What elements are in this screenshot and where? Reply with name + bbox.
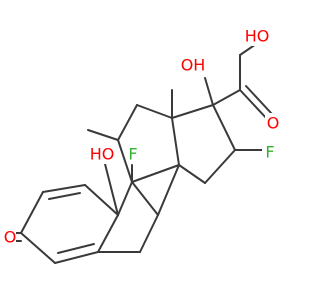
- bond: [139, 214, 159, 253]
- bond: [212, 89, 241, 106]
- bond: [239, 89, 269, 121]
- bond: [87, 129, 119, 141]
- bond: [157, 164, 180, 216]
- label-mask: [242, 26, 272, 46]
- bond: [131, 164, 180, 183]
- label-mask: [262, 142, 278, 162]
- label-mask: [92, 144, 118, 164]
- label-mask: [179, 55, 207, 75]
- label-mask: [265, 113, 281, 133]
- bond: [171, 117, 180, 166]
- fluoro-label-c16: F: [265, 143, 274, 162]
- structure-canvas: O HO F OH HO O F: [0, 26, 281, 264]
- hydroxyl-label-c21: HO: [245, 27, 270, 46]
- bond: [131, 181, 159, 216]
- bond: [212, 104, 236, 151]
- bond: [117, 139, 133, 183]
- bond: [20, 232, 56, 264]
- atom-labels: O HO F OH HO O F: [0, 26, 281, 248]
- label-mask: [128, 144, 144, 164]
- fluoro-label-c9: F: [128, 145, 137, 164]
- bond-group: [9, 39, 273, 264]
- label-mask: [0, 228, 16, 248]
- bond: [48, 192, 81, 200]
- bond: [54, 251, 99, 264]
- hydroxyl-label-c17: OH: [181, 56, 206, 75]
- bond: [178, 164, 206, 184]
- bond: [204, 149, 236, 184]
- bond: [171, 104, 214, 119]
- bond: [136, 104, 173, 119]
- bond: [117, 104, 138, 141]
- bond: [57, 243, 95, 254]
- hydroxyl-label-c11: HO: [90, 145, 115, 164]
- bond: [245, 85, 273, 115]
- bond: [42, 184, 86, 193]
- bond: [117, 181, 133, 216]
- bond: [84, 184, 119, 216]
- bond: [204, 77, 214, 106]
- molecule-structure: O HO F OH HO O F: [0, 26, 281, 264]
- bond: [103, 159, 119, 216]
- oxo-label-c3: O: [4, 228, 17, 247]
- bond: [20, 191, 44, 234]
- oxo-label-c20: O: [267, 114, 280, 133]
- bond: [97, 214, 119, 253]
